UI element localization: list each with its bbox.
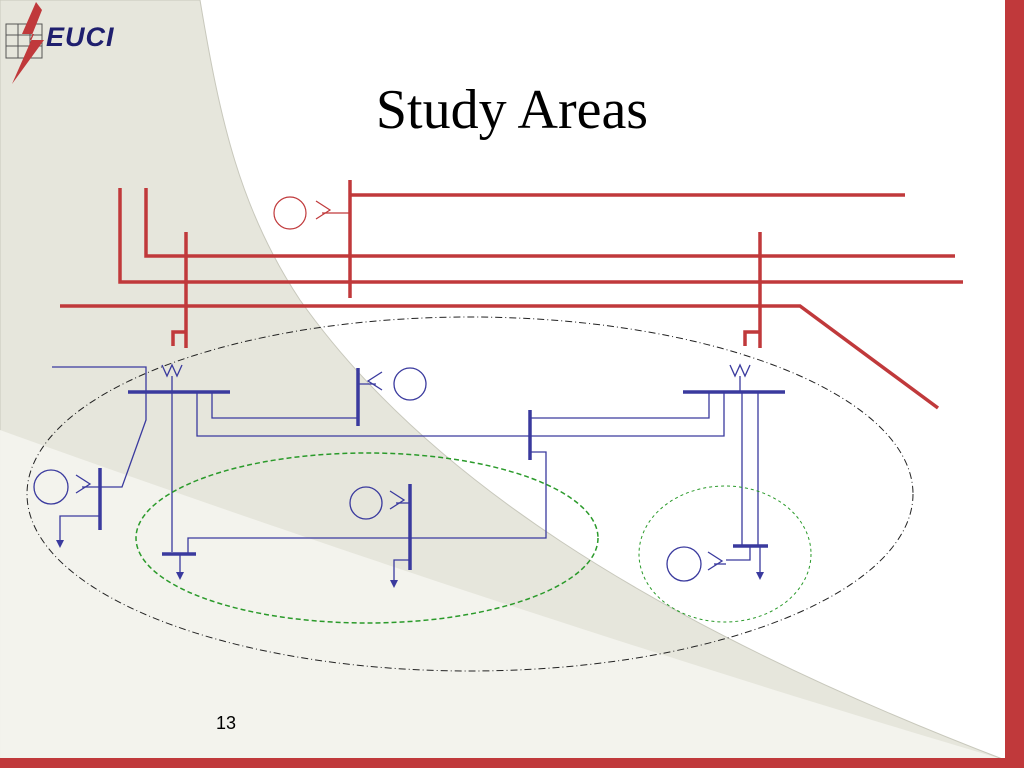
page-title: Study Areas	[375, 79, 649, 141]
generator-icon	[273, 196, 350, 230]
logo-text: EUCI	[46, 22, 115, 52]
page-number: 13	[215, 713, 237, 733]
distribution-network	[52, 363, 785, 582]
frame-bottom	[0, 758, 1024, 768]
transformer-icon	[161, 363, 183, 378]
load-arrow-icon	[56, 540, 764, 588]
study-area-inner-right	[638, 485, 812, 623]
study-area-outer	[26, 316, 914, 672]
lightning-bolt-icon	[12, 2, 44, 84]
study-area-inner-left	[135, 452, 599, 624]
transmission-network	[60, 180, 963, 410]
logo-mark	[5, 2, 44, 84]
background-swoosh-shade	[0, 430, 1005, 760]
generator-icon	[33, 367, 726, 582]
frame-right	[1005, 0, 1024, 768]
